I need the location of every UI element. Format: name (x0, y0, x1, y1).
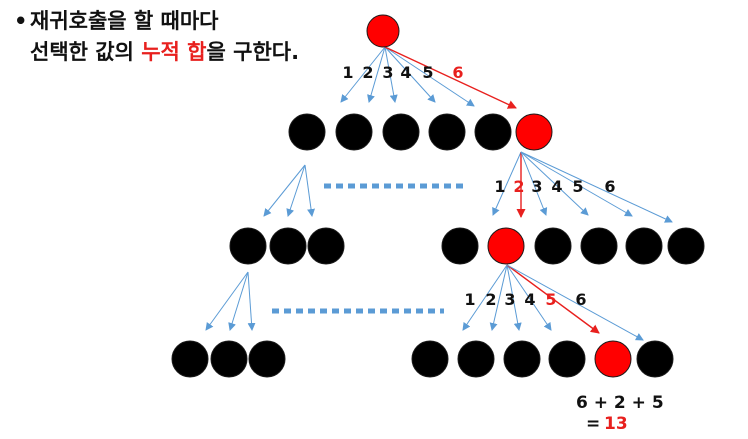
branch-label: 3 (382, 63, 393, 82)
branch-arrow (205, 271, 249, 331)
tree-node (636, 340, 674, 378)
branch-arrow (506, 264, 522, 331)
caption-line-2: 선택한 값의 누적 합을 구한다. (14, 37, 299, 68)
branch-arrow (492, 151, 522, 216)
ellipsis-dots (272, 183, 468, 314)
branch-label: 4 (524, 290, 535, 309)
selected-arrow (384, 46, 517, 109)
tree-node (625, 227, 663, 265)
tree-node (474, 113, 512, 151)
branch-label: 1 (464, 290, 475, 309)
selected-branch-label: 5 (545, 290, 556, 309)
branch-arrow (228, 271, 249, 331)
branch-arrow (384, 46, 398, 103)
branch-label: 5 (422, 63, 433, 82)
caption-line-1: •재귀호출을 할 때마다 (14, 6, 299, 37)
selected-branch-label: 2 (513, 177, 524, 196)
tree-node (548, 340, 586, 378)
tree-node (441, 227, 479, 265)
sum-expression: 6 + 2 + 5 (576, 393, 664, 413)
branch-arrow (247, 271, 256, 331)
branch-label: 3 (504, 290, 515, 309)
tree-node (229, 227, 267, 265)
tree-node (428, 113, 466, 151)
branch-label: 2 (485, 290, 496, 309)
caption-highlight: 누적 합 (141, 40, 207, 64)
caption-line-2-prefix: 선택한 값의 (30, 40, 142, 64)
tree-node (534, 227, 572, 265)
branch-label: 6 (575, 290, 586, 309)
caption-line-2-suffix: 을 구한다. (206, 40, 300, 64)
branch-arrow (340, 46, 386, 103)
tree-node (288, 113, 326, 151)
tree-node (248, 340, 286, 378)
selected-node (594, 340, 632, 378)
nodes (171, 14, 705, 378)
branch-arrow (489, 264, 508, 331)
branch-label: 1 (342, 63, 353, 82)
branch-arrow (384, 46, 436, 103)
branch-arrow (520, 151, 673, 223)
sum-equals: = (586, 414, 600, 434)
caption: •재귀호출을 할 때마다 선택한 값의 누적 합을 구한다. (14, 6, 299, 68)
selected-node (487, 227, 525, 265)
selected-node (515, 113, 553, 151)
branch-arrow (520, 151, 548, 216)
branch-label: 4 (400, 63, 411, 82)
branch-label: 5 (572, 177, 583, 196)
tree-node (580, 227, 618, 265)
tree-node (457, 340, 495, 378)
branch-label: 3 (531, 177, 542, 196)
tree-node (307, 227, 345, 265)
branch-arrow (520, 151, 589, 216)
branch-label: 1 (494, 177, 505, 196)
tree-node (411, 340, 449, 378)
branch-arrow (286, 164, 306, 217)
sum-annotation: 6 + 2 + 5 = 13 (576, 393, 664, 434)
branch-arrow (506, 264, 644, 341)
tree-node (667, 227, 705, 265)
branch-label: 4 (551, 177, 562, 196)
branch-label: 6 (604, 177, 615, 196)
caption-line-1-text: 재귀호출을 할 때마다 (30, 9, 219, 33)
branch-arrow (304, 164, 316, 217)
branch-arrow (263, 164, 306, 217)
tree-node (171, 340, 209, 378)
arrows (205, 46, 673, 341)
branch-arrow (520, 151, 633, 217)
sum-result: 13 (604, 414, 628, 434)
tree-node (210, 340, 248, 378)
tree-node (382, 113, 420, 151)
branch-arrow (367, 46, 386, 103)
branch-arrow (506, 264, 552, 331)
selected-arrow (506, 264, 600, 334)
selected-node (366, 14, 400, 48)
selected-branch-label: 6 (452, 63, 463, 82)
branch-label: 2 (362, 63, 373, 82)
tree-node (503, 340, 541, 378)
branch-arrow (384, 46, 475, 107)
tree-node (335, 113, 373, 151)
tree-node (269, 227, 307, 265)
caption-bullet: • (14, 9, 28, 33)
branch-arrow (462, 264, 508, 331)
